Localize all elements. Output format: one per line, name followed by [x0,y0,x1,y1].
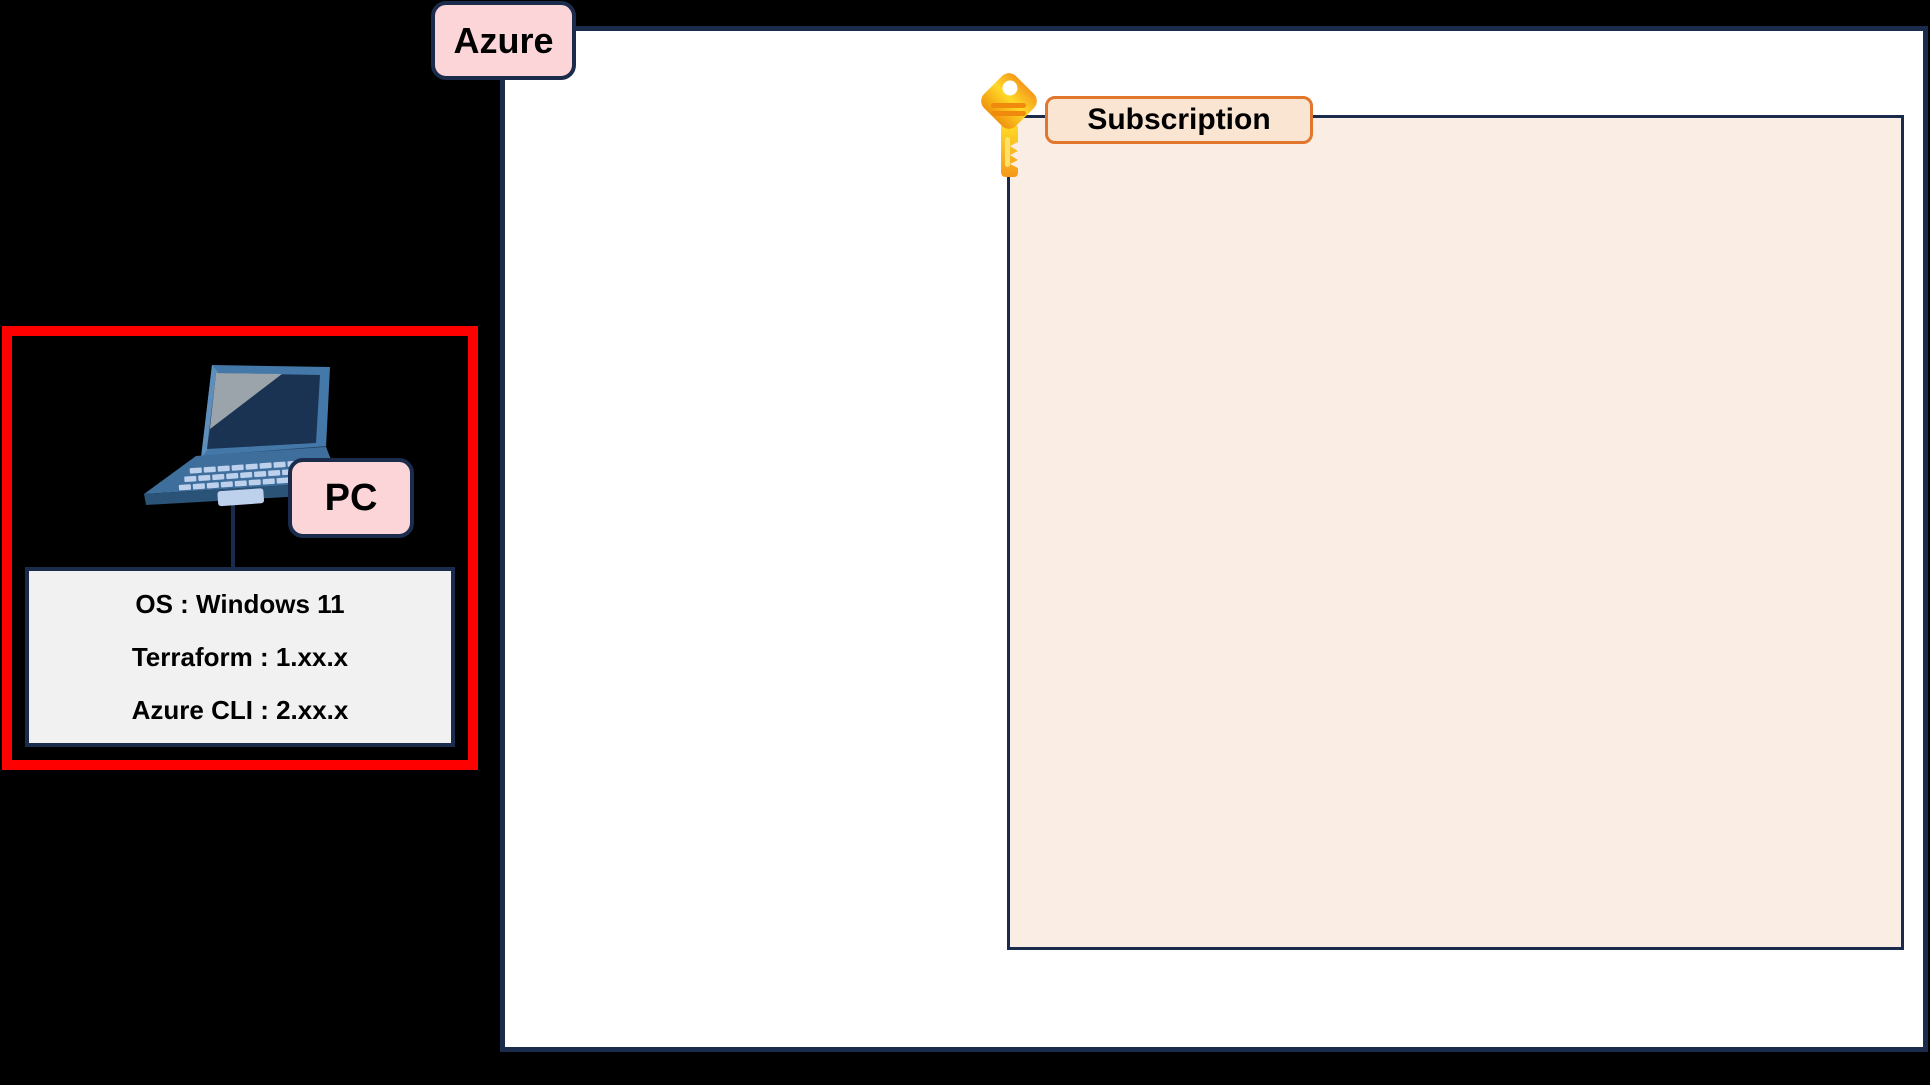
subscription-label-text: Subscription [1087,103,1271,136]
pc-label-text: PC [324,476,378,519]
subscription-label: Subscription [1045,96,1313,144]
key-icon [981,73,1037,177]
spec-azure-cli: Azure CLI : 2.xx.x [131,695,349,726]
pc-label: PC [288,458,414,538]
spec-os: OS : Windows 11 [135,588,345,619]
azure-label-text: Azure [453,19,554,61]
subscription-container [1007,115,1904,950]
spec-terraform: Terraform : 1.xx.x [131,641,349,672]
azure-label: Azure [431,1,576,80]
pc-spec-connector-line [231,500,235,570]
pc-container [2,326,478,770]
pc-spec-box: OS : Windows 11 Terraform : 1.xx.x Azure… [25,567,455,747]
